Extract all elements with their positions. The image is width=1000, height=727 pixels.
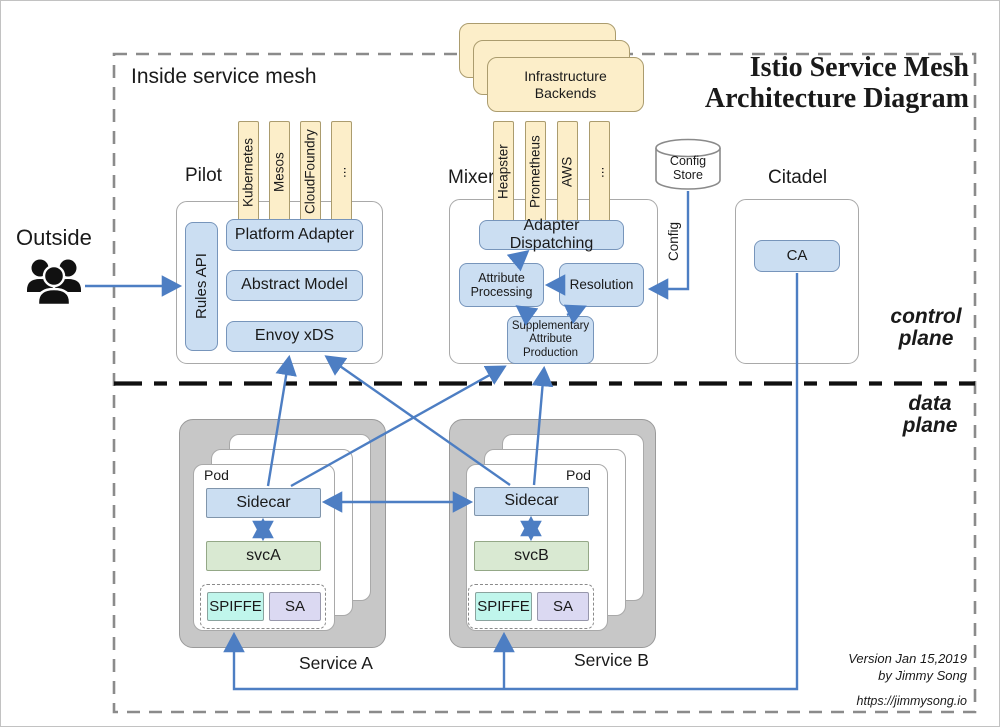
service-b-label: Service B (574, 650, 649, 670)
service-b-sa-box: SA (537, 592, 589, 621)
title-line2: Architecture Diagram (704, 82, 969, 114)
pilot-label: Pilot (185, 165, 222, 186)
page-title: Istio Service Mesh Architecture Diagram (704, 52, 969, 115)
service-b-pod-label: Pod (566, 467, 591, 483)
attribution-version: Version Jan 15,2019 (848, 651, 967, 666)
ca-box: CA (754, 240, 840, 272)
pilot-tab-cloudfoundry: CloudFoundry (300, 121, 321, 223)
users-icon (25, 257, 83, 314)
mixer-tab-prometheus: Prometheus (525, 121, 546, 223)
pilot-tab-mesos: Mesos (269, 121, 290, 223)
service-a-sidecar-box: Sidecar (206, 488, 321, 518)
service-b-svc-box: svcB (474, 541, 589, 571)
title-line1: Istio Service Mesh (749, 52, 969, 83)
infra-backends-card-front: Infrastructure Backends (487, 57, 644, 112)
config-store-cylinder (654, 138, 722, 197)
pilot-tab-more: ... (331, 121, 352, 223)
inside-service-mesh-label: Inside service mesh (131, 65, 317, 88)
config-edge-label: Config (666, 221, 682, 261)
attribution-author: by Jimmy Song (878, 667, 967, 683)
supplementary-attribute-production-box: Supplementary Attribute Production (507, 316, 594, 364)
pilot-tab-kubernetes: Kubernetes (238, 121, 259, 223)
service-a-label: Service A (299, 653, 373, 673)
data-plane-label: data plane (902, 392, 958, 438)
service-a-sa-box: SA (269, 592, 321, 621)
resolution-box: Resolution (559, 263, 644, 307)
citadel-container (735, 199, 859, 364)
service-a-spiffe-box: SPIFFE (207, 592, 264, 621)
attribution-url: https://jimmysong.io (856, 694, 967, 708)
attribution: Version Jan 15,2019 by Jimmy Song (848, 651, 967, 685)
outside-label: Outside (16, 225, 92, 250)
service-a-pod-label: Pod (204, 467, 229, 483)
service-b-sidecar-box: Sidecar (474, 487, 589, 516)
mixer-tab-heapster: Heapster (493, 121, 514, 223)
abstract-model-box: Abstract Model (226, 270, 363, 301)
config-store-label: Config Store (669, 153, 707, 182)
attribute-processing-box: Attribute Processing (459, 263, 544, 307)
mixer-tab-aws: AWS (557, 121, 578, 223)
service-b-spiffe-box: SPIFFE (475, 592, 532, 621)
rules-api-box: Rules API (185, 222, 218, 351)
citadel-label: Citadel (768, 167, 828, 188)
mixer-tab-more: ... (589, 121, 610, 223)
mixer-label: Mixer (448, 167, 495, 188)
service-a-svc-box: svcA (206, 541, 321, 571)
envoy-xds-box: Envoy xDS (226, 321, 363, 352)
control-plane-label: control plane (890, 305, 962, 351)
adapter-dispatching-box: Adapter Dispatching (479, 217, 624, 252)
platform-adapter-box: Platform Adapter (226, 219, 363, 251)
